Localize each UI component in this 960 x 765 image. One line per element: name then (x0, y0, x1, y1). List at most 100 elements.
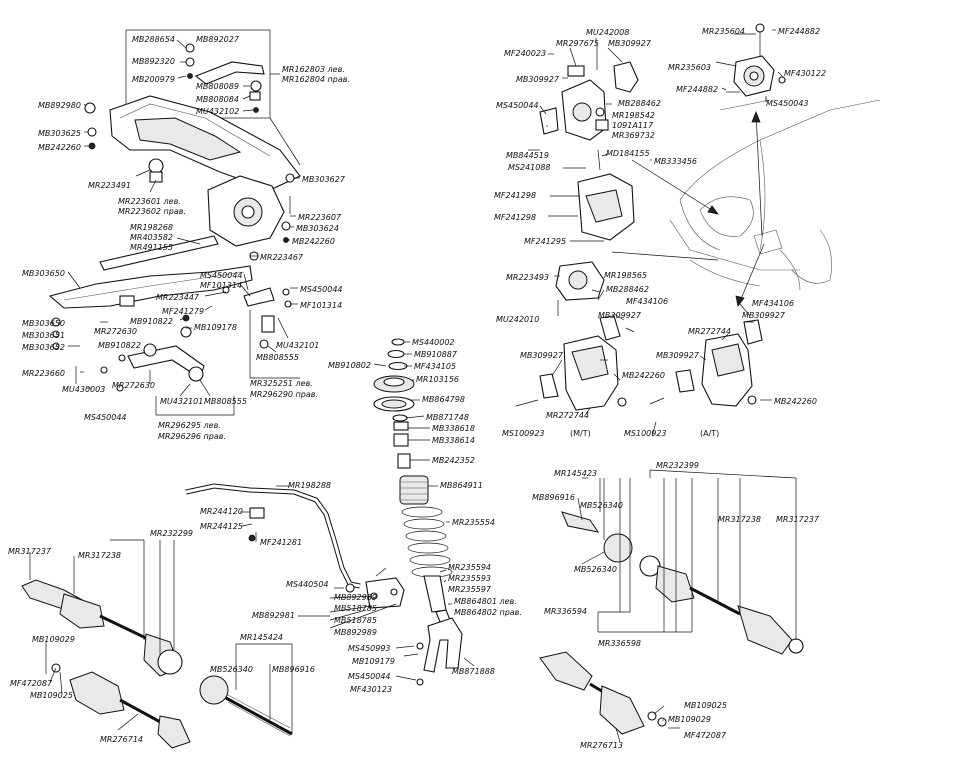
label-mb303650-b: MB303650 (22, 319, 65, 328)
label-mr276714: MR276714 (100, 735, 143, 744)
label-mf430123: MF430123 (350, 685, 392, 694)
label-mf240023: MF240023 (504, 49, 546, 58)
label-mb309927-a: MB309927 (608, 39, 652, 48)
label-mb864911: MB864911 (440, 481, 483, 490)
label-mr162804: MR162804 прав. (282, 75, 350, 84)
label-mu432101-b: MU432101 (160, 397, 203, 406)
label-1091a117: 1091A117 (612, 121, 654, 130)
label-mr336594: MR336594 (544, 607, 587, 616)
left-driveshaft-lower (69, 671, 125, 715)
engine-mount-group (515, 23, 881, 411)
lower-crossmember (48, 265, 253, 309)
label-mb896916-a: MB896916 (272, 665, 315, 674)
label-mr297675: MR297675 (556, 39, 599, 48)
engine-bay-outline (669, 99, 881, 291)
label-mb303652: MB303652 (22, 343, 65, 352)
label-mr272630-a: MR272630 (94, 327, 137, 336)
label-mb109029-b: MB109029 (668, 715, 711, 724)
label-mf472087-b: MF472087 (684, 731, 727, 740)
label-mb892320: MB892320 (132, 57, 175, 66)
label-mr223447: MR223447 (156, 293, 200, 302)
label-mb109029-a: MB109029 (32, 635, 75, 644)
label-mr491155: MR491155 (130, 243, 173, 252)
label-mr336598: MR336598 (598, 639, 641, 648)
label-mb303627: MB303627 (302, 175, 346, 184)
label-mb309927-f: MB309927 (656, 351, 700, 360)
label-mb892027: MB892027 (196, 35, 240, 44)
label-mr223493: MR223493 (506, 273, 549, 282)
label-mu432102: MU432102 (196, 107, 239, 116)
label-ms440002: MS440002 (412, 338, 455, 347)
label-mr317237-a: MR317237 (8, 547, 52, 556)
label-mr223602: MR223602 прав. (118, 207, 186, 216)
leaders-top-left (67, 39, 300, 416)
label-mb242260-c: MB242260 (622, 371, 665, 380)
label-mu242010: MU242010 (496, 315, 539, 324)
label-ms450044-c: MS450044 (84, 413, 127, 422)
label-mr272744-a: MR272744 (546, 411, 589, 420)
label-mr276713: MR276713 (580, 741, 623, 750)
label-mb526340-c: MB526340 (574, 565, 617, 574)
label-mf244882-b: MF244882 (676, 85, 718, 94)
label-mr272630-b: MR272630 (112, 381, 155, 390)
label-mr244125: MR244125 (200, 522, 243, 531)
label-ms100923-a: MS100923 (502, 429, 545, 438)
label-mb808089: MB808089 (196, 82, 239, 91)
label-mt-caption: (M/T) (570, 429, 591, 438)
label-mf101314-b: MF101314 (300, 301, 342, 310)
left-driveshaft-group (21, 579, 293, 749)
label-mr223467: MR223467 (260, 253, 304, 262)
label-mr296295: MR296295 лев. (158, 421, 221, 430)
label-mu430003: MU430003 (62, 385, 105, 394)
label-mf434105: MF434105 (414, 362, 456, 371)
label-mr317237-b: MR317237 (776, 515, 820, 524)
label-mr403582: MR403582 (130, 233, 173, 242)
label-mb910822-b: MB910822 (98, 341, 141, 350)
leaders-left-shaft (29, 539, 293, 734)
leaders-strut (373, 341, 452, 681)
label-mb844519: MB844519 (506, 151, 549, 160)
upper-control-arm (194, 61, 265, 85)
label-mb896916-b: MB896916 (532, 493, 575, 502)
label-mb242260-a: MB242260 (38, 143, 81, 152)
label-mb871748: MB871748 (426, 413, 469, 422)
front-subframe-group (48, 29, 301, 392)
label-mu432101-a: MU432101 (276, 341, 319, 350)
label-mr325251: MR325251 лев. (250, 379, 313, 388)
right-driveshaft-group (539, 511, 804, 735)
label-mb910822-a: MB910822 (130, 317, 173, 326)
label-mb518785-a: MB518785 (334, 604, 377, 613)
label-mr317238-b: MR317238 (718, 515, 761, 524)
label-mr235604: MR235604 (702, 27, 745, 36)
label-mr198565: MR198565 (604, 271, 647, 280)
label-mb309927-e: MB309927 (742, 311, 786, 320)
label-mb871888: MB871888 (452, 667, 495, 676)
label-mb309927-d: MB309927 (520, 351, 564, 360)
label-ms450993: MS450993 (348, 644, 391, 653)
label-mf430122: MF430122 (784, 69, 826, 78)
label-ms450043: MS450043 (766, 99, 809, 108)
label-mb109025-b: MB109025 (684, 701, 727, 710)
label-ms450044-e: MS450044 (348, 672, 391, 681)
label-mb303651: MB303651 (22, 331, 65, 340)
label-mb338614: MB338614 (432, 436, 475, 445)
label-mr235597: MR235597 (448, 585, 492, 594)
label-mr244120: MR244120 (200, 507, 243, 516)
label-mf241279: MF241279 (162, 307, 204, 316)
label-mb892981: MB892981 (252, 611, 295, 620)
label-mf434106-a: MF434106 (626, 297, 668, 306)
label-mb242352: MB242352 (432, 456, 475, 465)
label-mr223607: MR223607 (298, 213, 342, 222)
label-mr235554: MR235554 (452, 518, 495, 527)
label-mr296290: MR296290 прав. (250, 390, 318, 399)
label-mb892989-b: MB892989 (334, 628, 377, 637)
label-mb309927-b: MB309927 (516, 75, 560, 84)
label-mb526340-a: MB526340 (210, 665, 253, 674)
label-mb864801: MB864801 лев. (454, 597, 517, 606)
label-ms440504: MS440504 (286, 580, 329, 589)
label-ms100923-b: MS100923 (624, 429, 667, 438)
label-md184155: MD184155 (606, 149, 650, 158)
strut-assembly (373, 338, 475, 686)
label-mr296296: MR296296 прав. (158, 432, 226, 441)
